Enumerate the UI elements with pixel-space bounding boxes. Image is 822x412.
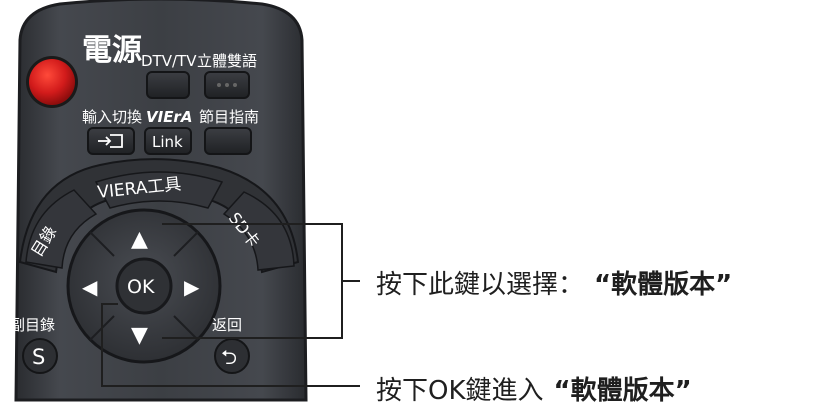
viera-link-button[interactable] [144,127,192,155]
dtv-tv-label: DTV/TV [141,52,197,70]
input-switch-label: 輸入切換 [82,108,142,126]
power-button[interactable] [26,56,78,108]
input-icon [98,134,123,148]
callout-navigate-text: 按下此鍵以選擇： [376,270,585,300]
down-arrow-icon: ▼ [131,323,148,348]
down-button[interactable]: ▼ [131,323,148,348]
dtv-tv-button[interactable] [146,71,190,99]
viera-tools-button[interactable] [94,171,224,209]
program-guide-label: 節目指南 [199,108,259,126]
sub-menu-label: 副目錄 [10,316,55,334]
callout-navigate-quoted: “軟體版本” [594,270,733,300]
input-switch-button[interactable] [87,127,135,155]
callout-ok-text: 按下OK鍵進入 [376,376,544,406]
callout-ok-line [101,303,360,387]
s-label: S [32,345,45,369]
right-arrow-icon: ▶ [184,275,200,299]
s-button[interactable] [22,338,58,374]
viera-logo: VIErA [146,108,192,126]
power-label: 電源 [82,33,142,68]
menu-button[interactable] [25,189,98,269]
up-arrow-icon: ▲ [131,227,148,252]
link-label: Link [152,133,183,151]
stereo-language-button[interactable] [204,71,250,99]
stereo-language-label: 立體雙語 [197,52,257,70]
callout-navigate: 按下此鍵以選擇： “軟體版本” [376,264,732,301]
callout-ok-quoted: “軟體版本” [553,376,692,406]
right-button[interactable]: ▶ [184,275,200,299]
program-guide-button[interactable] [204,127,252,155]
left-arrow-icon: ◀ [82,275,98,299]
callout-ok: 按下OK鍵進入 “軟體版本” [376,370,692,407]
ok-label: OK [127,276,155,298]
return-arrow-icon: ⮌ [221,345,237,369]
ok-button[interactable] [115,257,173,315]
up-button[interactable]: ▲ [131,227,148,252]
left-button[interactable]: ◀ [82,275,98,299]
callout-navigate-bracket [162,223,360,339]
return-label: 返回 [212,316,242,334]
